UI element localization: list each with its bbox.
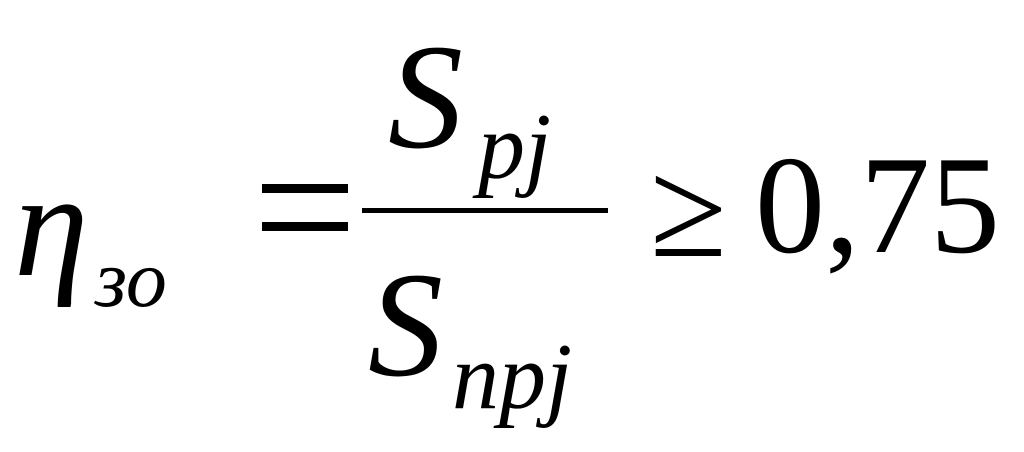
- relation-symbol: ≥: [650, 132, 727, 287]
- fraction-bar: [362, 208, 608, 213]
- denominator-symbol: S: [368, 242, 443, 408]
- equals-bar-bottom: [262, 222, 348, 231]
- denominator-subscript: npj: [452, 325, 573, 429]
- numerator-subscript: pj: [478, 95, 552, 199]
- lhs-symbol: η: [14, 142, 89, 308]
- numerator-symbol: S: [388, 14, 463, 180]
- threshold-value: 0,75: [755, 128, 1000, 283]
- equals-bar-top: [262, 184, 348, 193]
- lhs-subscript: зо: [95, 233, 167, 324]
